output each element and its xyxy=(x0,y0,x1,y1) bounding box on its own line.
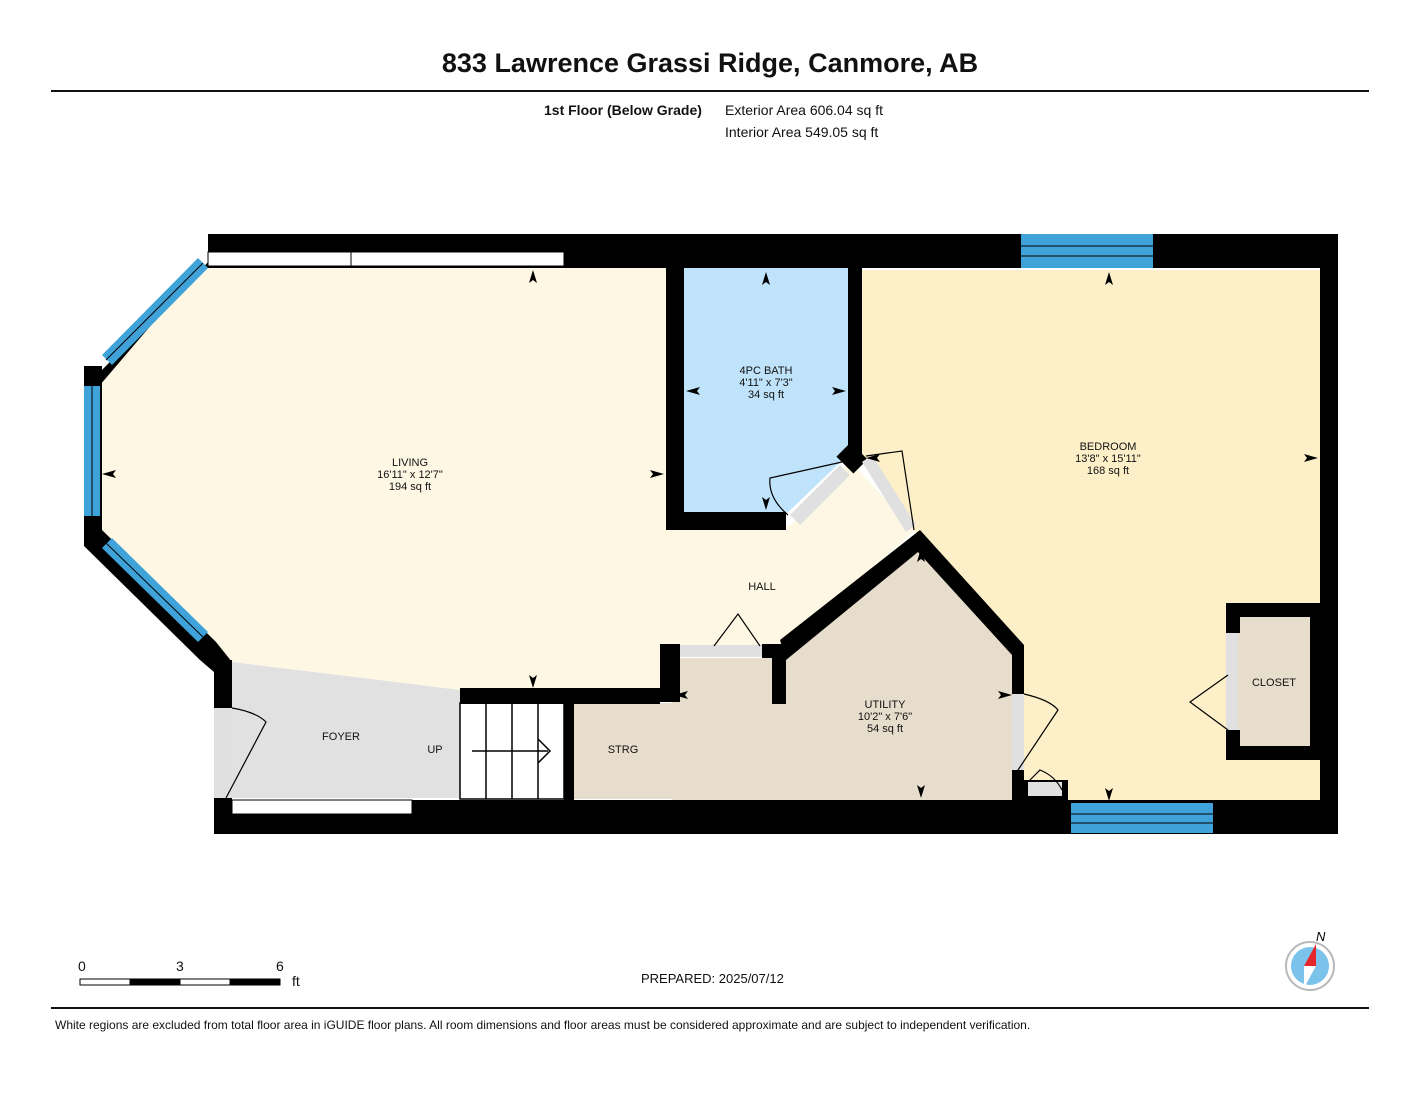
living-name: LIVING xyxy=(392,457,428,469)
bath-fill xyxy=(684,268,848,515)
property-title: 833 Lawrence Grassi Ridge, Canmore, AB xyxy=(441,48,979,78)
bath-name: 4PC BATH xyxy=(740,365,793,377)
foyer-name: FOYER xyxy=(322,731,360,743)
header-rule xyxy=(51,90,1369,92)
storage-name: STRG xyxy=(608,744,639,756)
scale-mark-3: 3 xyxy=(176,958,184,974)
scale-mark-6: 6 xyxy=(276,958,284,974)
scale-mark-0: 0 xyxy=(78,958,86,974)
utility-name: UTILITY xyxy=(865,699,907,711)
bedroom-name: BEDROOM xyxy=(1080,441,1137,453)
foyer-fill xyxy=(232,662,460,798)
north-compass-icon xyxy=(1285,941,1335,991)
closet-name: CLOSET xyxy=(1252,677,1296,689)
utility-dims: 10'2" x 7'6" xyxy=(858,711,912,723)
floor-name: 1st Floor (Below Grade) xyxy=(544,102,702,118)
prepared-date: PREPARED: 2025/07/12 xyxy=(641,971,784,986)
scale-unit: ft xyxy=(292,973,300,989)
stairs xyxy=(459,702,565,800)
compass-north-label: N xyxy=(1316,929,1326,944)
storage-fill xyxy=(574,703,672,799)
living-dims: 16'11" x 12'7" xyxy=(377,469,443,481)
bath-area: 34 sq ft xyxy=(748,389,784,401)
hall-name: HALL xyxy=(748,581,776,593)
stairs-up-label: UP xyxy=(427,744,442,756)
dimension-arrows xyxy=(102,270,1318,801)
scale-bar xyxy=(79,978,281,986)
footer-rule xyxy=(51,1007,1369,1009)
utility-area: 54 sq ft xyxy=(867,723,903,735)
bedroom-dims: 13'8" x 15'11" xyxy=(1075,453,1141,465)
doors xyxy=(214,450,1238,799)
exterior-area: Exterior Area 606.04 sq ft xyxy=(725,102,883,118)
bedroom-area: 168 sq ft xyxy=(1087,465,1129,477)
disclaimer-text: White regions are excluded from total fl… xyxy=(55,1018,1031,1032)
interior-area: Interior Area 549.05 sq ft xyxy=(725,124,879,140)
living-area: 194 sq ft xyxy=(389,481,431,493)
utility-fill xyxy=(672,548,1014,800)
closet-fill xyxy=(1238,616,1310,748)
bath-dims: 4'11" x 7'3" xyxy=(739,377,792,389)
windows xyxy=(84,234,1213,833)
bedroom-fill xyxy=(862,270,1320,803)
living-room-fill xyxy=(100,268,915,690)
